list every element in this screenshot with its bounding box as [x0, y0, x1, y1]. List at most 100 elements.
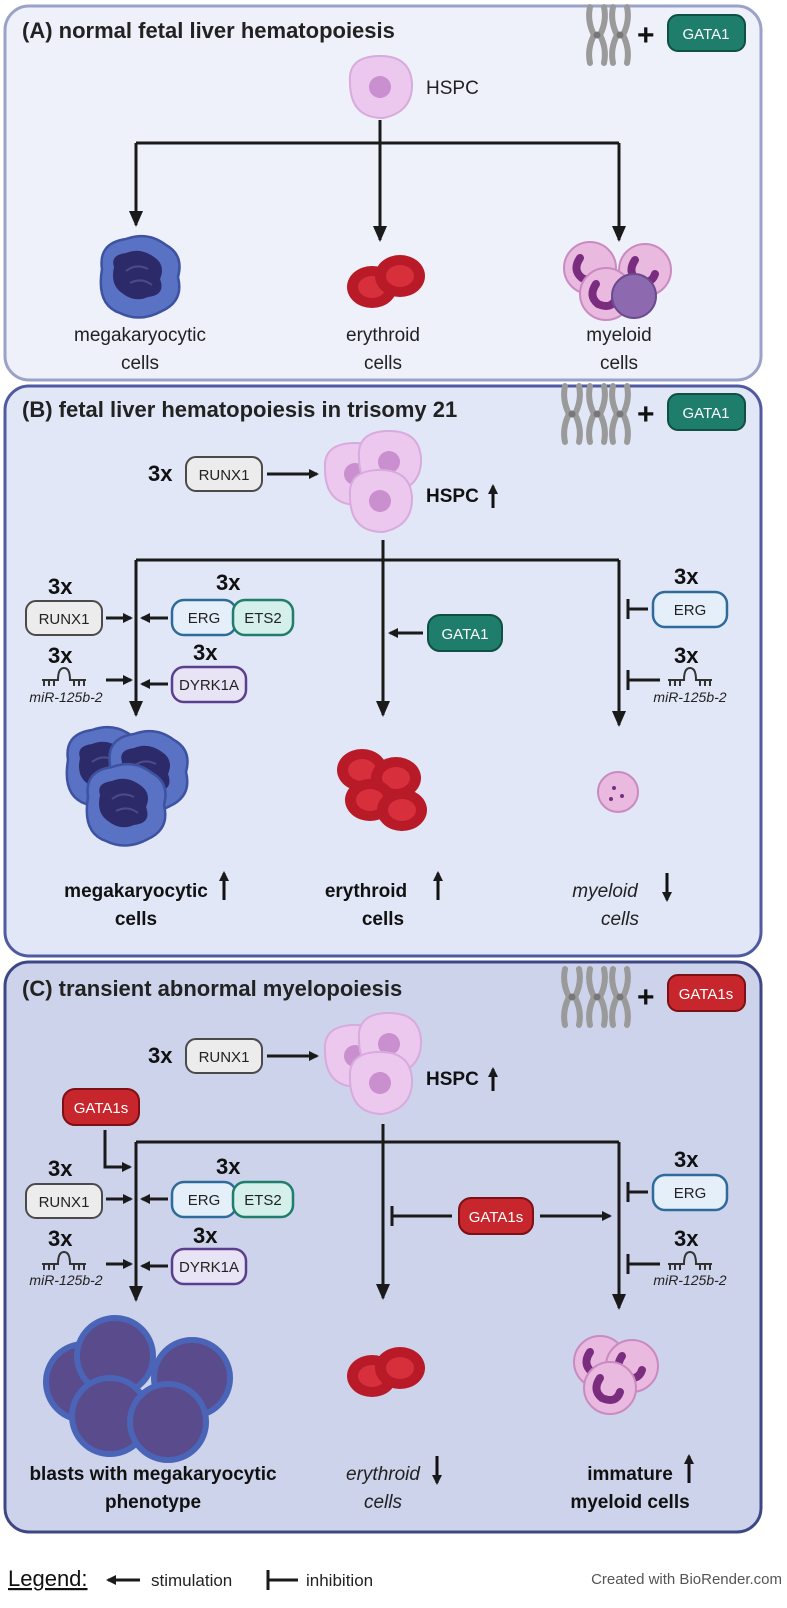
ets2-label-b: ETS2 — [244, 610, 282, 627]
hspc-label-a: HSPC — [426, 78, 479, 99]
copy-number-mir-right-c: 3x — [674, 1226, 699, 1251]
plus-sign: + — [637, 19, 655, 52]
copy-number-erg-ets2-b: 3x — [216, 570, 241, 595]
output-a-2-line2: cells — [364, 353, 402, 374]
branch-lines-b — [136, 540, 619, 562]
inhibition-bar-icon — [626, 1182, 648, 1202]
gata1s-badge-mid-c — [458, 1197, 534, 1235]
legend: Legend: stimulation inhibition Created w… — [8, 1566, 782, 1591]
mir-label-right-b: miR-125b-2 — [653, 689, 726, 705]
output-b-1-line1: megakaryocytic — [64, 881, 208, 902]
erg-label-right-c: ERG — [674, 1185, 707, 1202]
runx1-badge-c — [25, 1183, 103, 1219]
erg-badge-right-b — [651, 590, 729, 629]
mir-label-c: miR-125b-2 — [29, 1272, 102, 1288]
output-c-2-line1: erythroid — [346, 1464, 421, 1485]
megakaryocyte-icon — [99, 234, 181, 319]
copy-number-dyrk1a-c: 3x — [193, 1223, 218, 1248]
inhibition-bar-icon — [266, 1570, 298, 1590]
panel-c: (C) transient abnormal myelopoiesis + GA… — [3, 960, 763, 1534]
legend-inhibition: inhibition — [306, 1571, 373, 1590]
copy-number-erg-right-c: 3x — [674, 1147, 699, 1172]
copy-number-runx1-top-c: 3x — [148, 1043, 173, 1068]
output-a-1-line2: cells — [121, 353, 159, 374]
gata1s-badge-c-label: GATA1s — [679, 986, 733, 1003]
output-a-3-line1: myeloid — [586, 325, 651, 346]
gata1s-badge-c — [667, 974, 746, 1012]
runx1-label-b: RUNX1 — [39, 611, 90, 628]
output-b-3-line1: myeloid — [572, 881, 639, 902]
gata1s-badge-left-c — [62, 1088, 140, 1126]
dyrk1a-badge-c — [170, 1247, 248, 1286]
inhibition-bar-icon — [626, 670, 660, 690]
plus-sign: + — [637, 981, 655, 1014]
erg-label-right-b: ERG — [674, 602, 707, 619]
inhibition-bar-icon — [390, 1206, 452, 1226]
output-c-3-line1: immature — [587, 1464, 673, 1485]
output-b-2-line1: erythroid — [325, 881, 407, 902]
ets2-label-c: ETS2 — [244, 1192, 282, 1209]
copy-number-mir-b: 3x — [48, 643, 73, 668]
output-c-3-line2: myeloid cells — [570, 1492, 689, 1513]
gata1-label-mid-b: GATA1 — [442, 626, 489, 643]
runx1-label-top-b: RUNX1 — [199, 467, 250, 484]
gata1s-left-stim-arrow-c — [103, 1130, 132, 1172]
output-a-3-line2: cells — [600, 353, 638, 374]
runx1-badge-b — [25, 600, 103, 636]
dyrk1a-label-b: DYRK1A — [179, 677, 239, 694]
dyrk1a-badge-b — [170, 665, 248, 704]
copy-number-runx1-c: 3x — [48, 1156, 73, 1181]
runx1-badge-top-c — [185, 1038, 263, 1074]
plus-sign: + — [637, 398, 655, 431]
panel-a-title: (A) normal fetal liver hematopoiesis — [22, 18, 395, 43]
output-c-1-line2: phenotype — [105, 1492, 201, 1513]
erg-label-c: ERG — [188, 1192, 221, 1209]
gata1s-label-left-c: GATA1s — [74, 1100, 128, 1117]
mir-label-right-c: miR-125b-2 — [653, 1272, 726, 1288]
ets2-badge-c — [231, 1180, 295, 1219]
branch-lines-c — [136, 1124, 619, 1144]
gata1-badge-a-label: GATA1 — [683, 26, 730, 43]
copy-number-runx1-b: 3x — [48, 574, 73, 599]
gata1-badge-mid-b — [427, 614, 503, 652]
copy-number-erg-right-b: 3x — [674, 564, 699, 589]
gata1s-label-mid-c: GATA1s — [469, 1209, 523, 1226]
output-b-2-line2: cells — [362, 909, 404, 930]
branch-lines-a — [136, 120, 619, 145]
mir-label-b: miR-125b-2 — [29, 689, 102, 705]
erg-label-b: ERG — [188, 610, 221, 627]
runx1-badge-top-b — [185, 456, 263, 492]
legend-label: Legend: — [8, 1566, 88, 1591]
copy-number-mir-c: 3x — [48, 1226, 73, 1251]
hspc-label-c: HSPC — [426, 1069, 479, 1090]
myeloid-cell-icon — [597, 771, 639, 813]
gata1-badge-b — [667, 393, 746, 431]
copy-number-runx1-top-b: 3x — [148, 461, 173, 486]
erg-badge-right-c — [651, 1173, 729, 1212]
dyrk1a-label-c: DYRK1A — [179, 1259, 239, 1276]
hspc-cell-icon — [348, 54, 414, 120]
inhibition-bar-icon — [626, 1254, 660, 1274]
output-c-2-line2: cells — [364, 1492, 403, 1513]
output-a-2-line1: erythroid — [346, 325, 420, 346]
blast-cell-icon — [43, 1315, 233, 1463]
output-b-3-line2: cells — [601, 909, 640, 930]
gata1-badge-b-label: GATA1 — [683, 405, 730, 422]
panel-b: (B) fetal liver hematopoiesis in trisomy… — [3, 386, 763, 958]
myeloid-cell-icon — [564, 242, 671, 320]
legend-stimulation: stimulation — [151, 1571, 232, 1590]
panel-a: (A) normal fetal liver hematopoiesis + G… — [3, 6, 763, 382]
inhibition-bar-icon — [626, 599, 648, 619]
output-b-1-line2: cells — [115, 909, 157, 930]
panel-b-title: (B) fetal liver hematopoiesis in trisomy… — [22, 397, 457, 422]
copy-number-dyrk1a-b: 3x — [193, 640, 218, 665]
copy-number-erg-ets2-c: 3x — [216, 1154, 241, 1179]
output-a-1-line1: megakaryocytic — [74, 325, 206, 346]
panel-c-title: (C) transient abnormal myelopoiesis — [22, 976, 402, 1001]
credit-text: Created with BioRender.com — [591, 1571, 782, 1588]
ets2-badge-b — [231, 598, 295, 637]
runx1-label-c: RUNX1 — [39, 1194, 90, 1211]
gata1-badge-a — [667, 14, 746, 52]
output-c-1-line1: blasts with megakaryocytic — [29, 1464, 277, 1485]
